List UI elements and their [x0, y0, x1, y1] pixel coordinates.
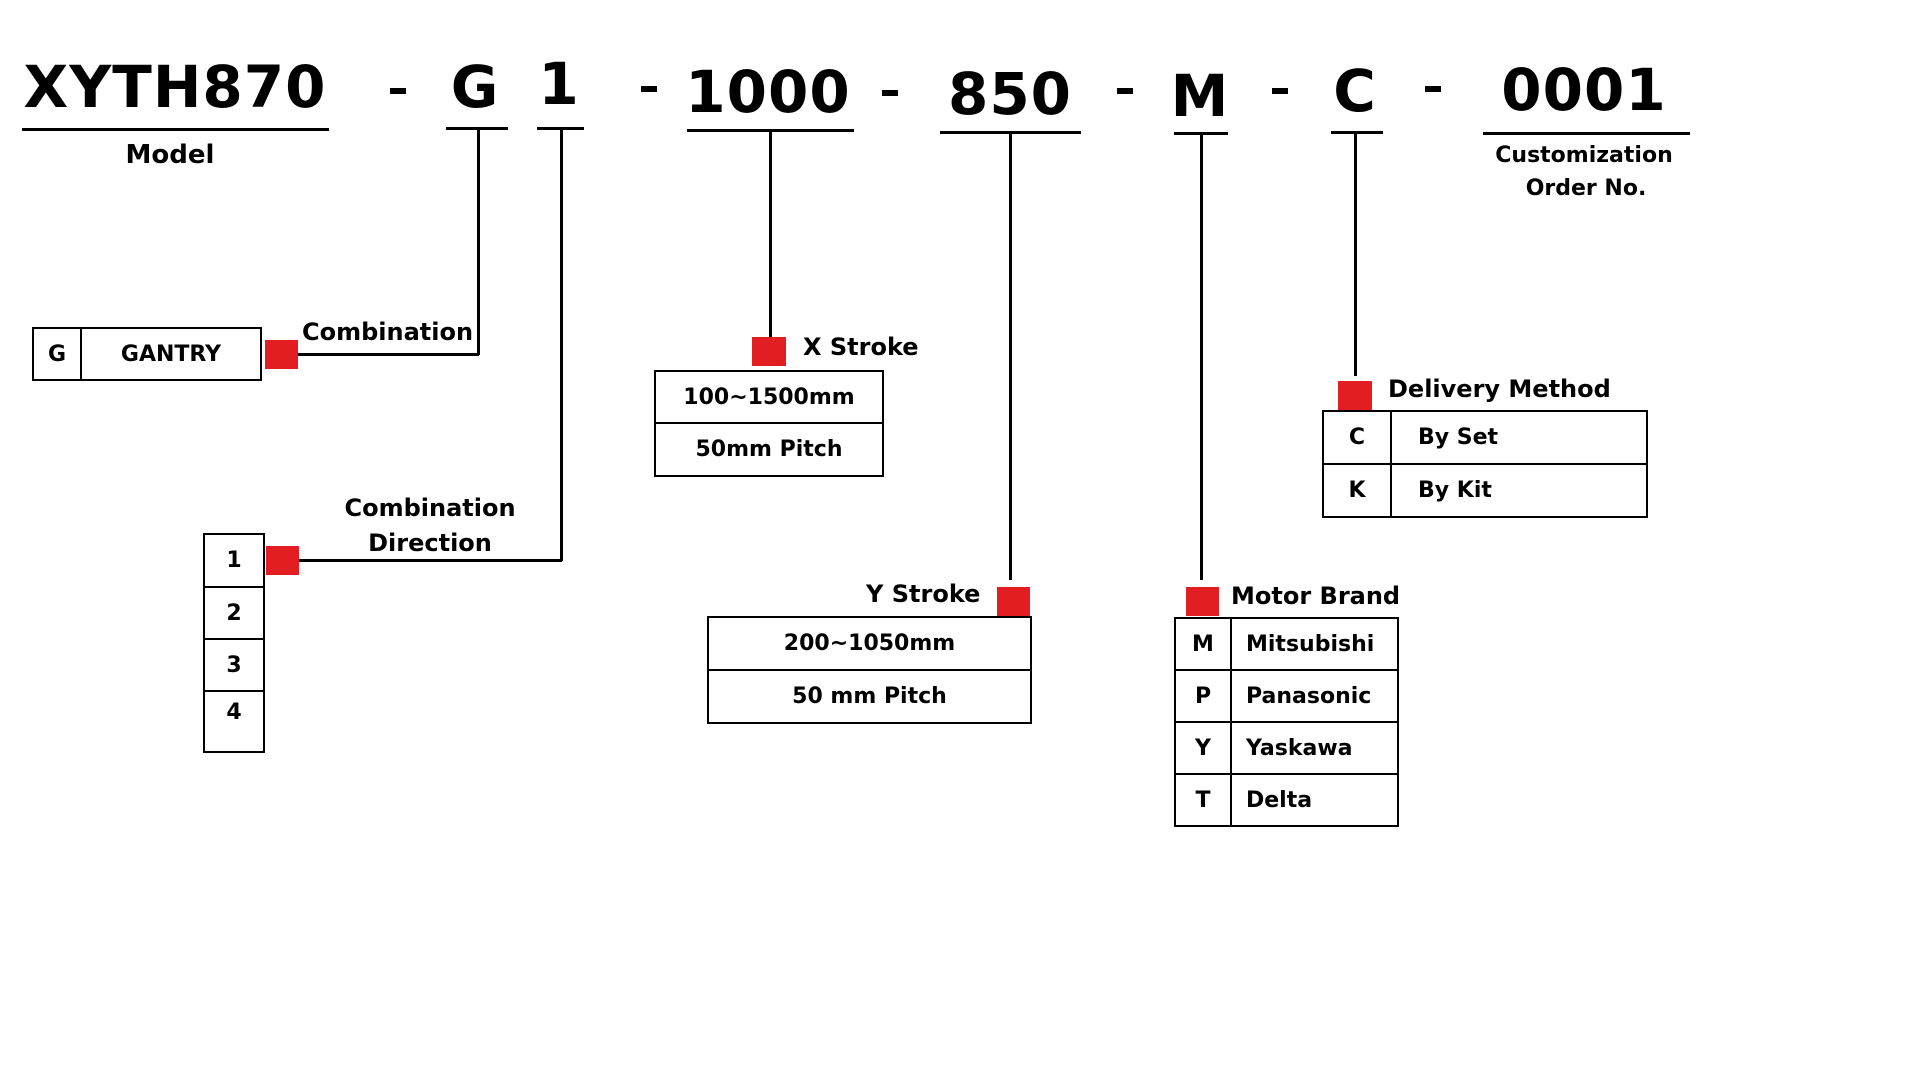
option-code: K	[1322, 463, 1392, 518]
red-marker	[1338, 381, 1372, 410]
option-row: 2	[203, 586, 265, 640]
connector-direction	[560, 128, 563, 561]
y-stroke-title: Y Stroke	[866, 580, 981, 608]
option-row: Y Yaskawa	[1174, 721, 1399, 775]
connector-x-stroke	[769, 130, 772, 338]
option-label: Delta	[1230, 773, 1399, 827]
caption-order-no-line2: Order No.	[1525, 176, 1647, 201]
code-order-no: 0001	[1501, 56, 1667, 124]
code-combination: G	[450, 53, 500, 121]
combination-options-table: G GANTRY	[32, 327, 262, 381]
y-stroke-table: 200~1050mm 50 mm Pitch	[707, 616, 1032, 724]
red-marker	[997, 587, 1030, 616]
code-model: XYTH870	[23, 53, 327, 121]
code-motor: M	[1170, 62, 1230, 130]
separator-dash	[1117, 88, 1133, 94]
underline-model	[22, 128, 329, 131]
separator-dash	[882, 90, 898, 96]
separator-dash	[641, 86, 657, 92]
x-stroke-table: 100~1500mm 50mm Pitch	[654, 370, 884, 477]
underline-delivery	[1331, 131, 1383, 134]
motor-brand-title: Motor Brand	[1231, 582, 1401, 610]
direction-options-table: 1 2 3 4	[203, 533, 265, 753]
x-stroke-range: 100~1500mm	[654, 370, 884, 424]
option-row: K By Kit	[1322, 463, 1648, 518]
red-marker	[752, 337, 786, 366]
option-code: 2	[203, 586, 265, 640]
code-y-stroke: 850	[947, 60, 1073, 128]
option-row: P Panasonic	[1174, 669, 1399, 723]
option-code: G	[32, 327, 82, 381]
option-row: C By Set	[1322, 410, 1648, 465]
combination-title: Combination	[302, 318, 474, 346]
underline-order-no	[1483, 132, 1690, 135]
connector-direction	[299, 559, 562, 562]
option-label: By Set	[1390, 410, 1648, 465]
red-marker	[1186, 587, 1219, 616]
option-code: 1	[203, 533, 265, 588]
red-marker	[265, 340, 298, 369]
option-label: GANTRY	[80, 327, 262, 381]
separator-dash	[390, 88, 406, 94]
option-row: 1	[203, 533, 265, 588]
connector-motor	[1200, 133, 1203, 580]
code-direction: 1	[538, 50, 580, 118]
x-stroke-title: X Stroke	[803, 333, 919, 361]
option-label: Mitsubishi	[1230, 617, 1399, 671]
code-x-stroke: 1000	[685, 58, 851, 126]
option-code: M	[1174, 617, 1232, 671]
option-row: 50 mm Pitch	[707, 669, 1032, 724]
y-stroke-pitch: 50 mm Pitch	[707, 669, 1032, 724]
delivery-method-table: C By Set K By Kit	[1322, 410, 1648, 518]
separator-dash	[1425, 86, 1441, 92]
delivery-method-title: Delivery Method	[1388, 375, 1611, 403]
option-label: By Kit	[1390, 463, 1648, 518]
x-stroke-pitch: 50mm Pitch	[654, 422, 884, 477]
direction-title-line2: Direction	[368, 529, 492, 557]
motor-brand-table: M Mitsubishi P Panasonic Y Yaskawa T Del…	[1174, 617, 1399, 827]
option-code: C	[1322, 410, 1392, 465]
option-row: M Mitsubishi	[1174, 617, 1399, 671]
option-label: Yaskawa	[1230, 721, 1399, 775]
y-stroke-range: 200~1050mm	[707, 616, 1032, 671]
caption-model: Model	[125, 140, 215, 170]
code-delivery: C	[1333, 57, 1377, 125]
option-code: P	[1174, 669, 1232, 723]
option-row: 50mm Pitch	[654, 422, 884, 477]
option-row: 200~1050mm	[707, 616, 1032, 671]
connector-combination	[477, 128, 480, 355]
option-label: Panasonic	[1230, 669, 1399, 723]
direction-title-line1: Combination	[344, 494, 516, 522]
option-code: 3	[203, 638, 265, 692]
option-code: T	[1174, 773, 1232, 827]
option-code: 4	[203, 690, 265, 753]
separator-dash	[1272, 88, 1288, 94]
connector-combination	[298, 353, 479, 356]
option-row: 3	[203, 638, 265, 692]
option-row: 4	[203, 690, 265, 753]
option-row: 100~1500mm	[654, 370, 884, 424]
option-row: G GANTRY	[32, 327, 262, 381]
caption-order-no-line1: Customization	[1495, 143, 1673, 168]
connector-delivery	[1354, 132, 1357, 376]
red-marker	[266, 546, 299, 575]
connector-y-stroke	[1009, 132, 1012, 580]
option-code: Y	[1174, 721, 1232, 775]
option-row: T Delta	[1174, 773, 1399, 827]
